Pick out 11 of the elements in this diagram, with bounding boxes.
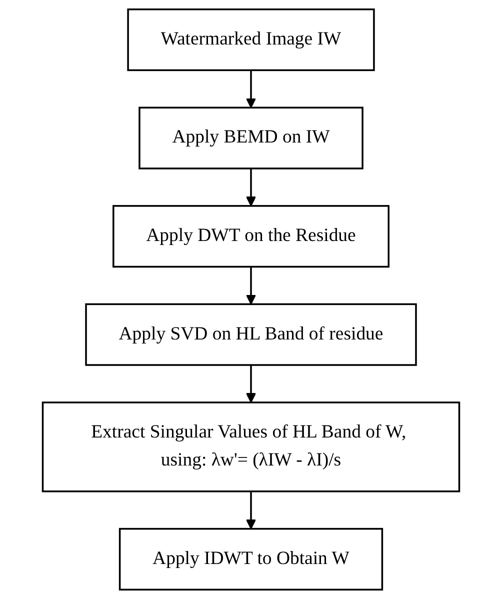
node-box: Apply DWT on the Residue [112, 205, 390, 268]
arrow [246, 266, 256, 305]
node-box: Apply SVD on HL Band of residue [85, 303, 417, 366]
arrow [246, 365, 256, 403]
arrow [246, 70, 256, 108]
node-box: Apply BEMD on IW [138, 106, 364, 170]
node-box: Apply IDWT to Obtain W [118, 528, 384, 591]
arrow [246, 168, 256, 206]
arrow [246, 491, 256, 530]
node-box: Extract Singular Values of HL Band of W, using: λw'= (λIW - λI)/s [42, 402, 460, 492]
node-box: Watermarked Image IW [127, 8, 375, 72]
